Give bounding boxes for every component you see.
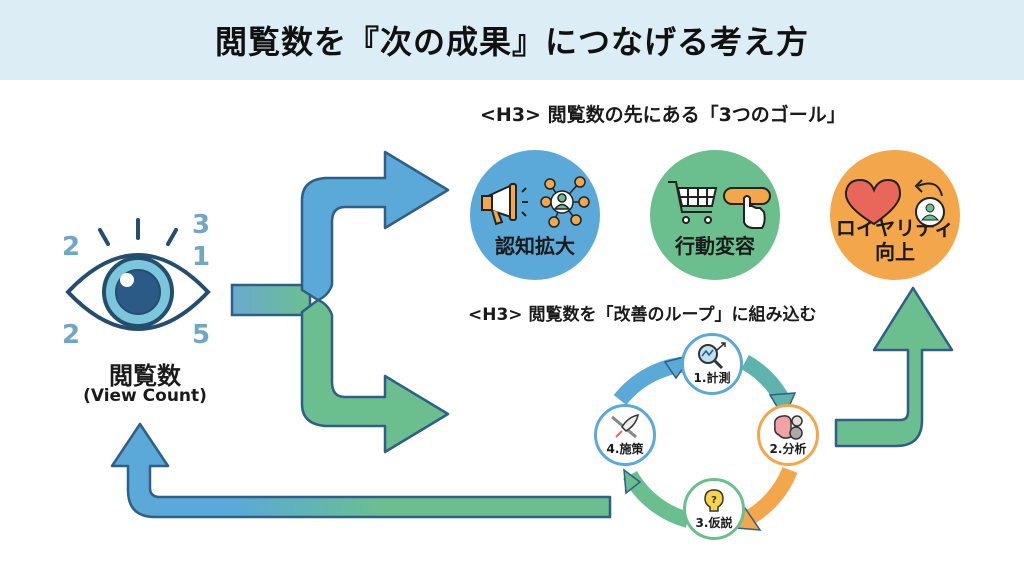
lightbulb-question-icon: ? [704, 489, 724, 512]
view-count-block: 2 3 1 2 5 閲覧数 (View Count) [60, 210, 230, 410]
eye-icon [65, 218, 211, 331]
header-banner: 閲覧数を『次の成果』につなげる考え方 [0, 0, 1024, 80]
return-arrow [110, 422, 612, 519]
loop-step-hypothesis: ? 3.仮説 [683, 478, 745, 540]
loop-step-action: 4.施策 [594, 404, 656, 466]
split-arrow-upper [300, 150, 450, 302]
step-label: 3.仮説 [695, 516, 733, 530]
count-number: 5 [192, 320, 211, 350]
megaphone-icon [481, 183, 528, 226]
goal-label: 認知拡大 [495, 234, 575, 258]
count-number: 1 [192, 242, 211, 272]
split-arrow-lower [300, 298, 450, 454]
count-number: 2 [62, 320, 81, 350]
goal-awareness: 認知拡大 [470, 150, 600, 280]
count-number: 2 [62, 232, 81, 262]
brain-gear-icon [773, 415, 803, 440]
count-number: 3 [192, 210, 211, 240]
goal-label-line2: 向上 [875, 240, 915, 264]
rocket-wrench-icon [611, 414, 639, 439]
returning-user-icon [914, 179, 945, 227]
shopping-cart-icon [668, 181, 718, 224]
view-count-title: 閲覧数 [109, 362, 181, 390]
magnifier-chart-icon [698, 342, 726, 370]
network-user-icon [540, 176, 590, 228]
goal-label: 行動変容 [675, 234, 755, 258]
loop-step-measure: 1.計測 [681, 333, 743, 395]
step-label: 1.計測 [693, 371, 731, 385]
goal-loyalty: ロイヤリティ 向上 [830, 150, 960, 280]
page-title: 閲覧数を『次の成果』につなげる考え方 [214, 23, 809, 61]
loyalty-arrow [834, 286, 954, 448]
loop-step-analyze: 2.分析 [757, 404, 819, 466]
view-count-subtitle: (View Count) [83, 386, 207, 406]
goals-heading: <H3> 閲覧数の先にある「3つのゴール」 [480, 104, 846, 126]
loop-heading: <H3> 閲覧数を「改善のループ」に組み込む [468, 305, 817, 325]
step-label: 4.施策 [606, 442, 644, 456]
click-button-icon [723, 187, 771, 229]
svg-text:?: ? [711, 495, 717, 506]
goal-behavior-change: 行動変容 [650, 150, 780, 280]
step-label: 2.分析 [769, 442, 807, 456]
heart-icon [844, 178, 902, 226]
split-arrow-stem [230, 274, 312, 317]
